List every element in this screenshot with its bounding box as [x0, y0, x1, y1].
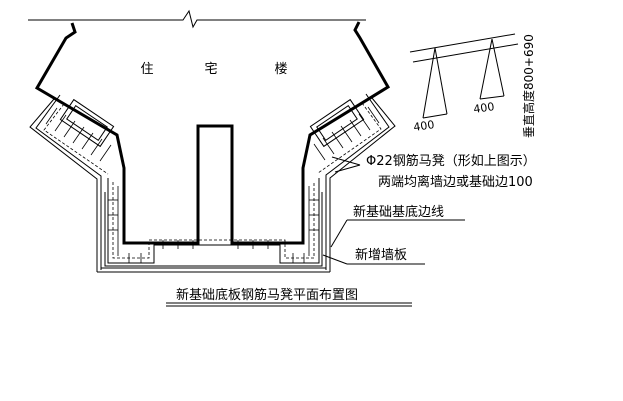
- chair-height-note: 垂直高度800+690: [521, 34, 536, 138]
- building-outline: [34, 21, 391, 245]
- building-label: 住 宅 楼: [140, 62, 287, 77]
- drawing-title-text: 新基础底板钢筋马凳平面布置图: [176, 287, 358, 303]
- right-wing-foundation: [309, 93, 396, 272]
- foundation-slab: [97, 178, 330, 273]
- callout-new-wall: 新增墙板: [355, 247, 407, 263]
- callout-chair-spec: Φ22钢筋马凳（形如上图示）: [366, 153, 536, 169]
- chair-dim-left: 400: [413, 118, 436, 134]
- break-line: [28, 9, 366, 29]
- chair-detail: 400 400 垂直高度800+690: [409, 33, 536, 138]
- callout-chair-spacing: 两端均离墙边或基础边100: [378, 174, 533, 190]
- callouts: Φ22钢筋马凳（形如上图示） 两端均离墙边或基础边100 新基础基底边线 新增墙…: [322, 153, 536, 265]
- building-label-char-3: 楼: [274, 62, 287, 77]
- callout-new-base-edge: 新基础基底边线: [353, 204, 444, 220]
- chair-dim-right: 400: [473, 100, 496, 116]
- left-wing-foundation: [29, 94, 115, 272]
- building-label-char-1: 住: [140, 62, 153, 77]
- building-label-char-2: 宅: [204, 62, 217, 77]
- drawing-title: 新基础底板钢筋马凳平面布置图: [166, 287, 412, 307]
